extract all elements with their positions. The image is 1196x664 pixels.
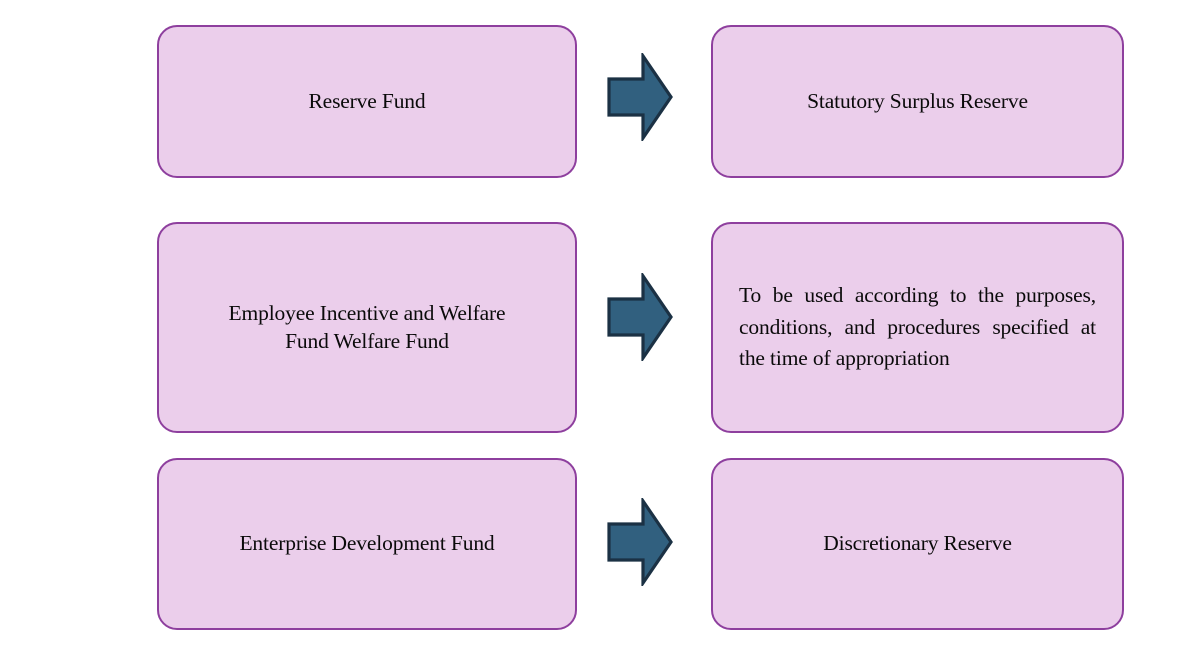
enterprise-development-fund-node-label: Enterprise Development Fund <box>239 531 495 556</box>
flow-row-2: Employee Incentive and Welfare Fund Welf… <box>0 222 1196 433</box>
right-arrow-icon <box>607 273 673 361</box>
reserve-fund-node[interactable]: Reserve Fund <box>157 25 577 178</box>
appropriation-usage-note-node-label: To be used according to the purposes, co… <box>739 283 1096 371</box>
appropriation-usage-note-node[interactable]: To be used according to the purposes, co… <box>711 222 1124 433</box>
flow-row-1: Reserve Fund Statutory Surplus Reserve <box>0 25 1196 178</box>
discretionary-reserve-node[interactable]: Discretionary Reserve <box>711 458 1124 630</box>
statutory-surplus-reserve-node-label: Statutory Surplus Reserve <box>807 88 1028 113</box>
employee-incentive-welfare-fund-node-label: Employee Incentive and Welfare Fund Welf… <box>228 300 506 353</box>
enterprise-development-fund-node[interactable]: Enterprise Development Fund <box>157 458 577 630</box>
statutory-surplus-reserve-node[interactable]: Statutory Surplus Reserve <box>711 25 1124 178</box>
right-arrow-icon <box>607 53 673 141</box>
right-arrow-icon <box>607 498 673 586</box>
employee-incentive-welfare-fund-node[interactable]: Employee Incentive and Welfare Fund Welf… <box>157 222 577 433</box>
discretionary-reserve-node-label: Discretionary Reserve <box>823 531 1012 556</box>
flow-row-3: Enterprise Development Fund Discretionar… <box>0 458 1196 630</box>
reserve-fund-node-label: Reserve Fund <box>308 88 426 113</box>
